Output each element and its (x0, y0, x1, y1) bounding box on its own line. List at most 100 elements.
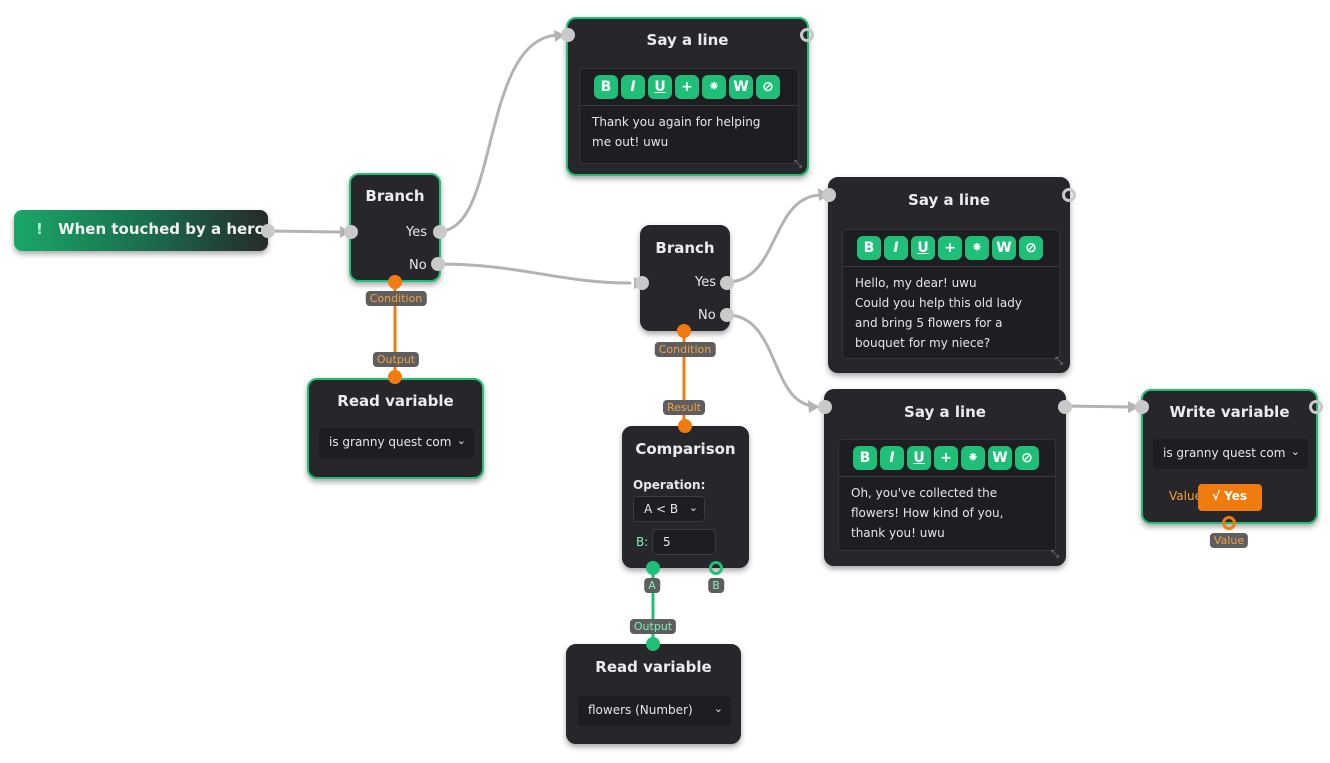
resize-handle-icon[interactable]: ⤡ (794, 159, 802, 170)
resize-handle-icon[interactable]: ⤡ (1055, 356, 1063, 367)
comparison-b-port[interactable] (709, 561, 723, 575)
clear-format-icon[interactable]: ⊘ (1015, 446, 1039, 470)
italic-icon[interactable]: I (884, 236, 908, 260)
underline-icon[interactable]: U (911, 236, 935, 260)
say-line-3-editor[interactable]: B I U + ⁕ W ⊘ Oh, you've collected the f… (838, 439, 1056, 551)
branch-1-input-port[interactable] (344, 225, 358, 239)
say-line-node-2[interactable]: Say a line B I U + ⁕ W ⊘ Hello, my dear!… (828, 177, 1070, 373)
branch-1-yes-port[interactable] (433, 225, 447, 239)
branch-node-1[interactable]: Branch Yes No (349, 173, 441, 282)
read-variable-1-output-tag: Output (372, 352, 420, 367)
say-line-1-editor-divider (580, 105, 798, 106)
say-line-2-text[interactable]: Hello, my dear! uwu Could you help this … (855, 276, 1022, 350)
comparison-result-tag: Result (663, 400, 705, 415)
chevron-down-icon: ⌄ (688, 501, 698, 514)
bold-icon[interactable]: B (857, 236, 881, 260)
operation-label: Operation: (633, 478, 706, 492)
plus-icon[interactable]: + (938, 236, 962, 260)
comparison-b-tag: B (708, 578, 724, 593)
read-variable-2-select[interactable]: flowers (Number) ⌄ (578, 696, 731, 726)
branch-node-2[interactable]: Branch Yes No (640, 225, 730, 331)
rainbow-icon[interactable]: ⁕ (961, 446, 985, 470)
say-line-3-editor-divider (839, 476, 1055, 477)
say-line-2-toolbar: B I U + ⁕ W ⊘ (843, 230, 1059, 260)
comparison-a-port[interactable] (646, 561, 660, 575)
write-variable-selected: is granny quest com (1163, 446, 1286, 460)
wave-icon[interactable]: W (988, 446, 1012, 470)
branch-1-no-label: No (409, 258, 427, 273)
say-line-node-1[interactable]: Say a line B I U + ⁕ W ⊘ Thank you again… (566, 17, 809, 176)
say-line-3-input-port[interactable] (818, 400, 832, 414)
trigger-label: When touched by a hero (58, 220, 265, 238)
say-line-1-editor[interactable]: B I U + ⁕ W ⊘ Thank you again for helpin… (579, 68, 799, 164)
italic-icon[interactable]: I (621, 75, 645, 99)
say-line-3-output-port[interactable] (1058, 400, 1072, 414)
wave-icon[interactable]: W (729, 75, 753, 99)
branch-2-yes-label: Yes (695, 275, 716, 290)
wire-trigger-branch1 (266, 229, 342, 234)
wire-branch1-no-branch2 (436, 262, 632, 285)
bold-icon[interactable]: B (594, 75, 618, 99)
say-line-1-text[interactable]: Thank you again for helping me out! uwu (592, 115, 761, 149)
comparison-result-port[interactable] (678, 419, 692, 433)
plus-icon[interactable]: + (675, 75, 699, 99)
branch-1-yes-label: Yes (406, 225, 427, 240)
branch-2-title: Branch (655, 239, 715, 257)
write-variable-output-port[interactable] (1309, 400, 1323, 414)
branch-2-yes-port[interactable] (720, 276, 734, 290)
say-line-1-output-port[interactable] (800, 28, 814, 42)
clear-format-icon[interactable]: ⊘ (756, 75, 780, 99)
branch-2-condition-tag: Condition (654, 342, 716, 357)
read-variable-node-2[interactable]: Read variable flowers (Number) ⌄ (566, 644, 741, 744)
operation-select[interactable]: A < B ⌄ (633, 496, 705, 522)
branch-1-no-port[interactable] (431, 257, 445, 271)
branch-1-title: Branch (365, 187, 425, 205)
say-line-2-input-port[interactable] (822, 188, 836, 202)
chevron-down-icon: ⌄ (456, 434, 466, 447)
b-value-input[interactable]: 5 (652, 529, 716, 555)
read-variable-1-output-port[interactable] (388, 370, 402, 384)
write-variable-value-port[interactable] (1222, 516, 1236, 530)
branch-1-condition-port[interactable] (388, 275, 402, 289)
comparison-node[interactable]: Comparison Operation: A < B ⌄ B: 5 (622, 426, 749, 568)
trigger-output-port[interactable] (261, 224, 275, 238)
wave-icon[interactable]: W (992, 236, 1016, 260)
branch-2-no-port[interactable] (720, 308, 734, 322)
clear-format-icon[interactable]: ⊘ (1019, 236, 1043, 260)
write-variable-node[interactable]: Write variable is granny quest com ⌄ Val… (1141, 389, 1318, 524)
value-yes-button[interactable]: √ Yes (1198, 484, 1262, 511)
wire-branch2-no-say3 (725, 313, 818, 408)
resize-handle-icon[interactable]: ⤡ (1051, 549, 1059, 560)
rainbow-icon[interactable]: ⁕ (965, 236, 989, 260)
underline-icon[interactable]: U (907, 446, 931, 470)
say-line-2-editor[interactable]: B I U + ⁕ W ⊘ Hello, my dear! uwu Could … (842, 229, 1060, 359)
say-line-1-toolbar: B I U + ⁕ W ⊘ (580, 69, 798, 99)
bold-icon[interactable]: B (853, 446, 877, 470)
say-line-node-3[interactable]: Say a line B I U + ⁕ W ⊘ Oh, you've coll… (824, 389, 1066, 566)
trigger-node[interactable]: ! When touched by a hero (14, 210, 268, 251)
say-line-1-title: Say a line (646, 31, 729, 49)
chevron-down-icon: ⌄ (1290, 445, 1300, 458)
branch-2-input-port[interactable] (635, 276, 649, 290)
write-variable-select[interactable]: is granny quest com ⌄ (1153, 439, 1308, 469)
chevron-down-icon: ⌄ (713, 702, 723, 715)
write-variable-title: Write variable (1169, 403, 1290, 421)
say-line-1-input-port[interactable] (561, 28, 575, 42)
italic-icon[interactable]: I (880, 446, 904, 470)
say-line-2-output-port[interactable] (1062, 188, 1076, 202)
underline-icon[interactable]: U (648, 75, 672, 99)
read-variable-1-title: Read variable (337, 392, 454, 410)
plus-icon[interactable]: + (934, 446, 958, 470)
read-variable-1-select[interactable]: is granny quest com ⌄ (319, 428, 474, 458)
read-variable-node-1[interactable]: Read variable is granny quest com ⌄ (307, 378, 484, 479)
write-variable-input-port[interactable] (1135, 400, 1149, 414)
read-variable-2-title: Read variable (595, 658, 712, 676)
say-line-3-title: Say a line (904, 403, 986, 421)
rainbow-icon[interactable]: ⁕ (702, 75, 726, 99)
branch-2-condition-port[interactable] (677, 324, 691, 338)
say-line-3-text[interactable]: Oh, you've collected the flowers! How ki… (851, 486, 1004, 540)
wire-branch2-yes-say2 (725, 193, 824, 284)
read-variable-2-output-port[interactable] (646, 637, 660, 651)
read-variable-2-selected: flowers (Number) (588, 703, 693, 717)
branch-1-condition-tag: Condition (365, 291, 427, 306)
